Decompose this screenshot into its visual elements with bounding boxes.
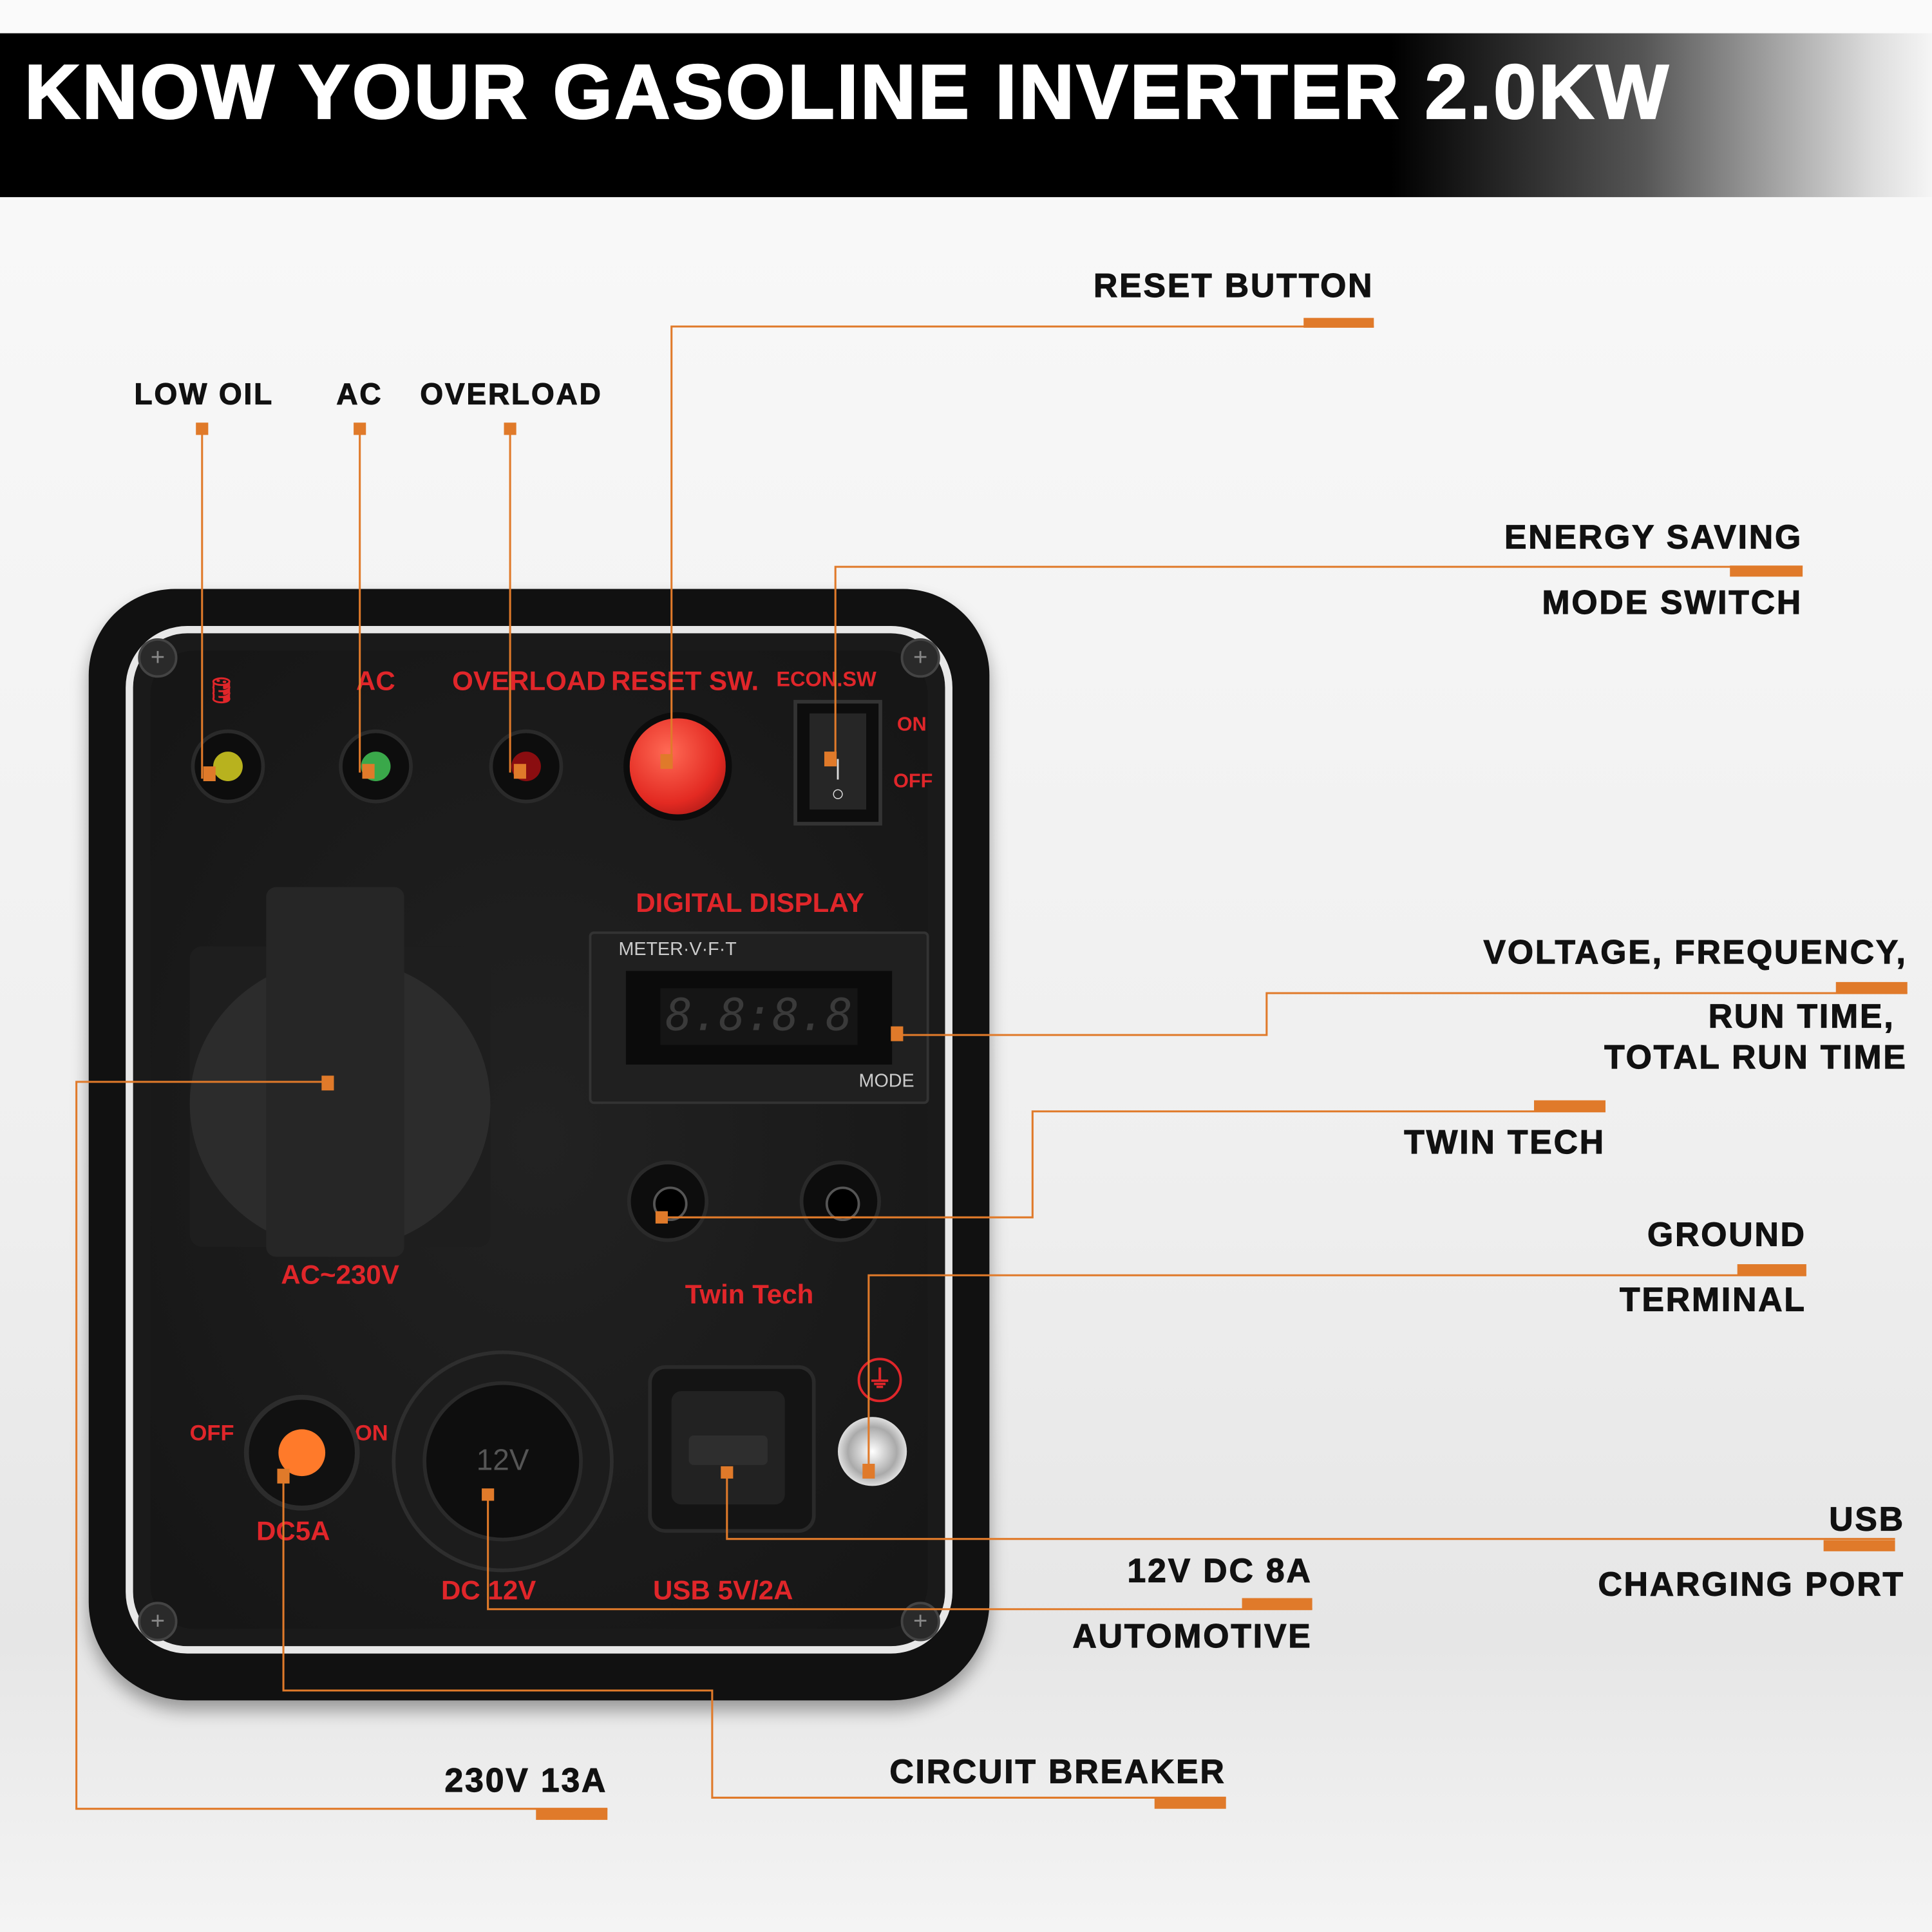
oil-can-icon: 🛢 bbox=[205, 677, 238, 705]
reset-button[interactable] bbox=[623, 712, 732, 821]
circuit-breaker-button[interactable] bbox=[243, 1394, 360, 1511]
screw-icon: + bbox=[900, 638, 940, 678]
callout-twin-tech: TWIN TECH bbox=[1404, 1123, 1605, 1161]
dc5a-label: DC5A bbox=[256, 1515, 330, 1547]
twin-tech-terminal[interactable] bbox=[627, 1160, 709, 1242]
econ-off-label: OFF bbox=[893, 771, 933, 793]
callout-mode-switch: MODE SWITCH bbox=[1542, 583, 1803, 621]
ac-socket[interactable] bbox=[189, 887, 491, 1257]
callout-energy-saving: ENERGY SAVING bbox=[1504, 518, 1803, 556]
panel-label-ac: AC bbox=[355, 665, 395, 696]
meter-label: METER·V·F·T bbox=[618, 938, 737, 960]
socket-cover[interactable] bbox=[266, 887, 404, 1257]
digital-display-label: DIGITAL DISPLAY bbox=[636, 887, 864, 918]
digital-display: METER·V·F·T 8.8:8.8 MODE bbox=[589, 931, 929, 1104]
title-bar bbox=[0, 33, 1932, 198]
callout-overload: OVERLOAD bbox=[420, 378, 603, 412]
callout-display-3: TOTAL RUN TIME bbox=[1604, 1038, 1908, 1076]
breaker-on-label: ON bbox=[355, 1421, 388, 1446]
ac-indicator bbox=[339, 729, 413, 804]
usb-port[interactable] bbox=[648, 1365, 816, 1533]
screw-icon: + bbox=[138, 1602, 178, 1642]
twin-tech-terminal[interactable] bbox=[799, 1160, 881, 1242]
socket-12v-label: 12V bbox=[422, 1381, 583, 1542]
callout-automotive: AUTOMOTIVE bbox=[1072, 1618, 1312, 1656]
ground-symbol-icon: ⏚ bbox=[857, 1358, 902, 1403]
low-oil-indicator bbox=[191, 729, 265, 804]
panel-label-reset: RESET SW. bbox=[611, 665, 759, 696]
twin-tech-label: Twin Tech bbox=[685, 1278, 814, 1310]
econ-on-label: ON bbox=[896, 714, 927, 736]
dc-12v-socket[interactable]: 12V bbox=[392, 1350, 614, 1573]
callout-reset-button: RESET BUTTON bbox=[1093, 267, 1374, 305]
callout-ac-socket: 230V 13A bbox=[444, 1761, 608, 1799]
callout-display-2: RUN TIME, bbox=[1708, 998, 1895, 1036]
callout-circuit-breaker: CIRCUIT BREAKER bbox=[889, 1753, 1226, 1791]
callout-low-oil: LOW OIL bbox=[134, 378, 274, 412]
screw-icon: + bbox=[138, 638, 178, 678]
panel-label-econ: ECON.SW bbox=[776, 667, 876, 692]
breaker-off-label: OFF bbox=[189, 1421, 234, 1446]
ac-230v-label: AC~230V bbox=[281, 1259, 399, 1291]
mode-button[interactable]: MODE bbox=[858, 1070, 914, 1092]
callout-display-1: VOLTAGE, FREQUENCY, bbox=[1483, 934, 1908, 972]
display-readout: 8.8:8.8 bbox=[660, 988, 858, 1045]
callout-charging-port: CHARGING PORT bbox=[1598, 1566, 1905, 1604]
callout-usb: USB bbox=[1829, 1501, 1905, 1539]
callout-12v-dc: 12V DC 8A bbox=[1127, 1552, 1312, 1590]
usb-label: USB 5V/2A bbox=[653, 1575, 793, 1605]
callout-terminal: TERMINAL bbox=[1619, 1281, 1806, 1319]
control-panel: + + + + 🛢 AC OVERLOAD RESET SW. ECON.SW … bbox=[88, 589, 990, 1701]
page-title: KNOW YOUR GASOLINE INVERTER 2.0KW bbox=[24, 50, 1671, 137]
callout-ground: GROUND bbox=[1647, 1216, 1806, 1254]
econ-switch[interactable]: |○ bbox=[793, 699, 882, 826]
panel-label-overload: OVERLOAD bbox=[452, 665, 606, 696]
callout-ac: AC bbox=[336, 378, 383, 412]
